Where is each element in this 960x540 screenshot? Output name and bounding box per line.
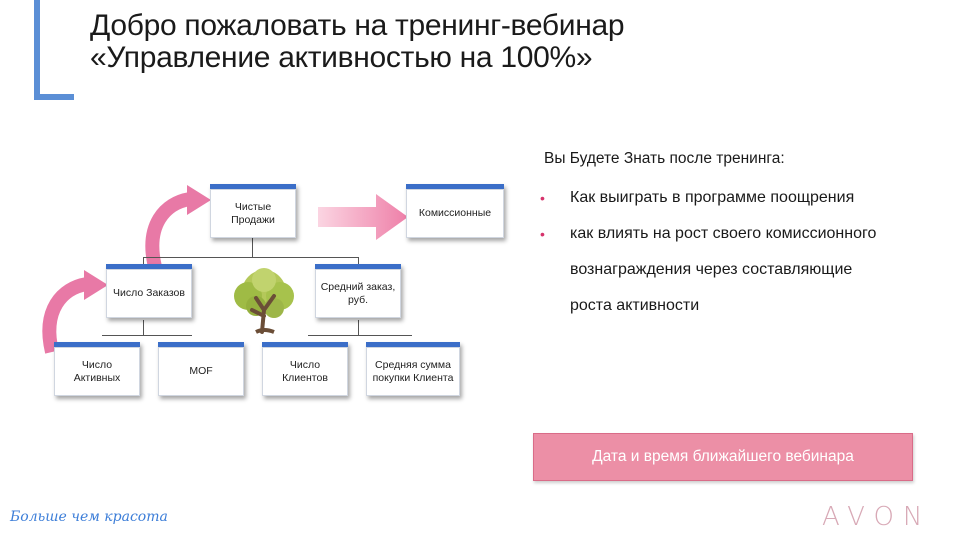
tree-icon (228, 266, 300, 336)
avon-logo: AVON (822, 502, 931, 532)
webinar-date-button[interactable]: Дата и время ближайшего вебинара (533, 433, 913, 481)
title-bracket-decoration (34, 0, 74, 100)
node-commission: Комиссионные (406, 184, 504, 238)
list-item-text: Как выиграть в программе поощрения (570, 189, 854, 206)
metrics-diagram: Чистые Продажи Комиссионные Число Заказо… (40, 170, 520, 420)
benefits-subtitle: Вы Будете Знать после тренинга: (544, 150, 785, 168)
node-average-order: Средний заказ, руб. (315, 264, 401, 318)
node-mof: MOF (158, 342, 244, 396)
list-item: • Как выиграть в программе поощрения (540, 180, 880, 216)
connector-right-horizontal (308, 335, 412, 336)
page-title: Добро пожаловать на тренинг-вебинар «Упр… (90, 10, 624, 74)
connector-top-vertical (252, 237, 253, 257)
bullet-icon: • (540, 180, 545, 216)
node-client-count: Число Клиентов (262, 342, 348, 396)
brand-slogan: Больше чем красота (10, 509, 168, 525)
list-item: • как влиять на рост своего комиссионног… (540, 216, 880, 324)
benefits-list: • Как выиграть в программе поощрения • к… (540, 180, 880, 324)
node-order-count: Число Заказов (106, 264, 192, 318)
node-active-count: Число Активных (54, 342, 140, 396)
title-line-2: «Управление активностью на 100%» (90, 42, 624, 74)
right-arrow-icon (318, 194, 410, 240)
list-item-text: как влиять на рост своего комиссионного … (570, 225, 876, 314)
bullet-icon: • (540, 216, 545, 252)
node-net-sales: Чистые Продажи (210, 184, 296, 238)
connector-left-horizontal (102, 335, 192, 336)
connector-mid-horizontal (143, 257, 359, 258)
title-line-1: Добро пожаловать на тренинг-вебинар (90, 10, 624, 42)
connector-left-vertical (143, 320, 144, 335)
connector-right-vertical (358, 320, 359, 335)
node-average-purchase: Средняя сумма покупки Клиента (366, 342, 460, 396)
